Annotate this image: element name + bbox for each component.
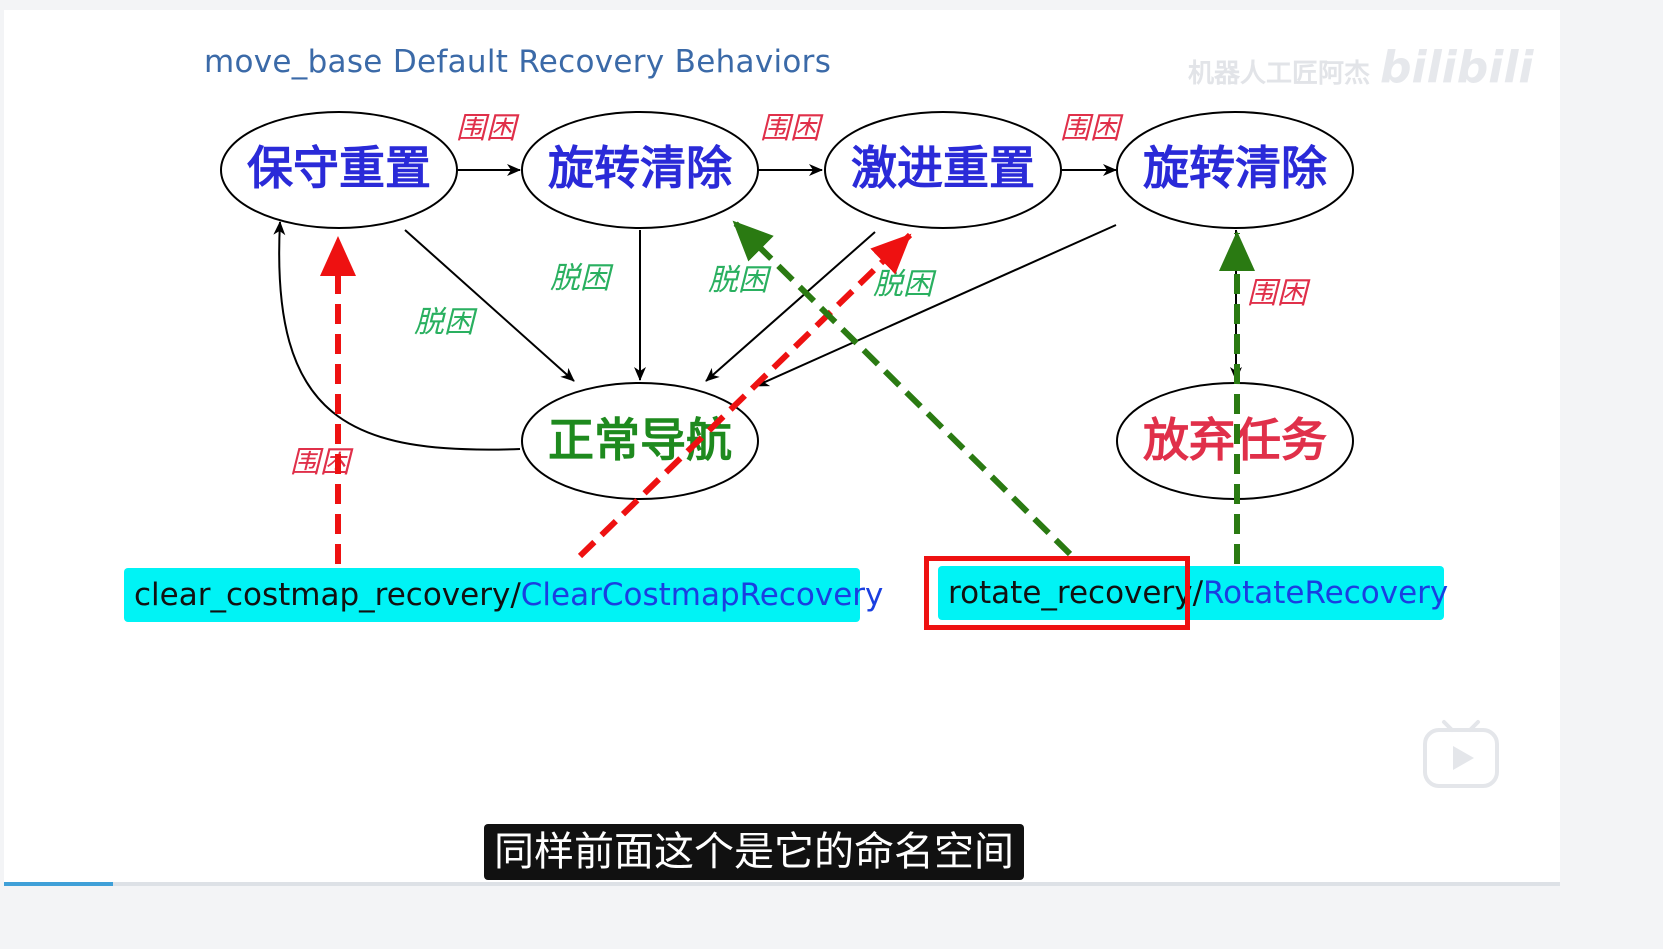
node-label-normal-nav: 正常导航: [548, 413, 732, 467]
play-icon[interactable]: [1422, 718, 1500, 790]
rotate-recovery-pkg: rotate_recovery/: [948, 575, 1204, 611]
diagram-title: move_base Default Recovery Behaviors: [204, 44, 832, 80]
label-stuck-3: 围困: [1060, 111, 1124, 146]
edges: [273, 164, 1242, 451]
green-arrow-to-rotate1: [731, 219, 1073, 557]
rotate-recovery-class: RotateRecovery: [1203, 575, 1449, 611]
node-normal-nav: [521, 382, 759, 500]
label-unstuck-1: 脱困: [414, 305, 478, 340]
label-unstuck-4: 脱困: [873, 267, 937, 302]
node-rotate-clear-1: [521, 111, 759, 229]
edge-normal-to-conservative: [273, 221, 521, 451]
node-labels: 保守重置 旋转清除 激进重置 旋转清除 正常导航 放弃任务: [247, 141, 1328, 467]
edge-labels: 围困 围困 围困 围困 围困 脱困 脱困 脱困 脱困: [290, 111, 1311, 480]
edge-conservative-to-normal: [404, 229, 575, 382]
node-label-rotate-clear-1: 旋转清除: [548, 141, 733, 195]
label-unstuck-3: 脱困: [708, 263, 772, 298]
node-conservative-reset: [220, 111, 458, 229]
subtitle: 同样前面这个是它的命名空间: [484, 824, 1024, 880]
node-label-aggressive-reset: 激进重置: [851, 141, 1035, 195]
node-label-rotate-clear-2: 旋转清除: [1143, 141, 1328, 195]
node-rotate-clear-2: [1116, 111, 1354, 229]
node-label-conservative-reset: 保守重置: [247, 141, 431, 195]
label-stuck-5: 围困: [290, 445, 354, 480]
label-stuck-1: 围困: [456, 111, 520, 146]
progress-bar[interactable]: [4, 882, 1560, 886]
red-arrow-to-aggressive: [577, 232, 913, 559]
label-stuck-2: 围困: [760, 111, 824, 146]
clear-costmap-pkg: clear_costmap_recovery/: [134, 577, 521, 613]
red-annotation-arrows: [320, 232, 913, 564]
node-aggressive-reset: [824, 111, 1062, 229]
bilibili-logo: bilibili: [1380, 42, 1534, 93]
label-stuck-4: 围困: [1247, 276, 1311, 311]
green-annotation-arrows: [731, 219, 1255, 564]
progress-fill: [4, 882, 113, 886]
highlight-box: [924, 556, 1190, 630]
clear-costmap-class: ClearCostmapRecovery: [520, 577, 884, 613]
edge-rotate2-to-normal: [755, 224, 1117, 387]
watermark-text: 机器人工匠阿杰: [1188, 59, 1371, 89]
nodes: [220, 111, 1354, 500]
edge-aggressive-to-normal: [705, 231, 876, 382]
rotate-recovery-label: rotate_recovery/RotateRecovery: [938, 566, 1448, 620]
label-unstuck-2: 脱困: [550, 261, 614, 296]
watermark: 机器人工匠阿杰 bilibili: [1188, 42, 1534, 93]
clear-costmap-label: clear_costmap_recovery/ClearCostmapRecov…: [124, 568, 883, 622]
